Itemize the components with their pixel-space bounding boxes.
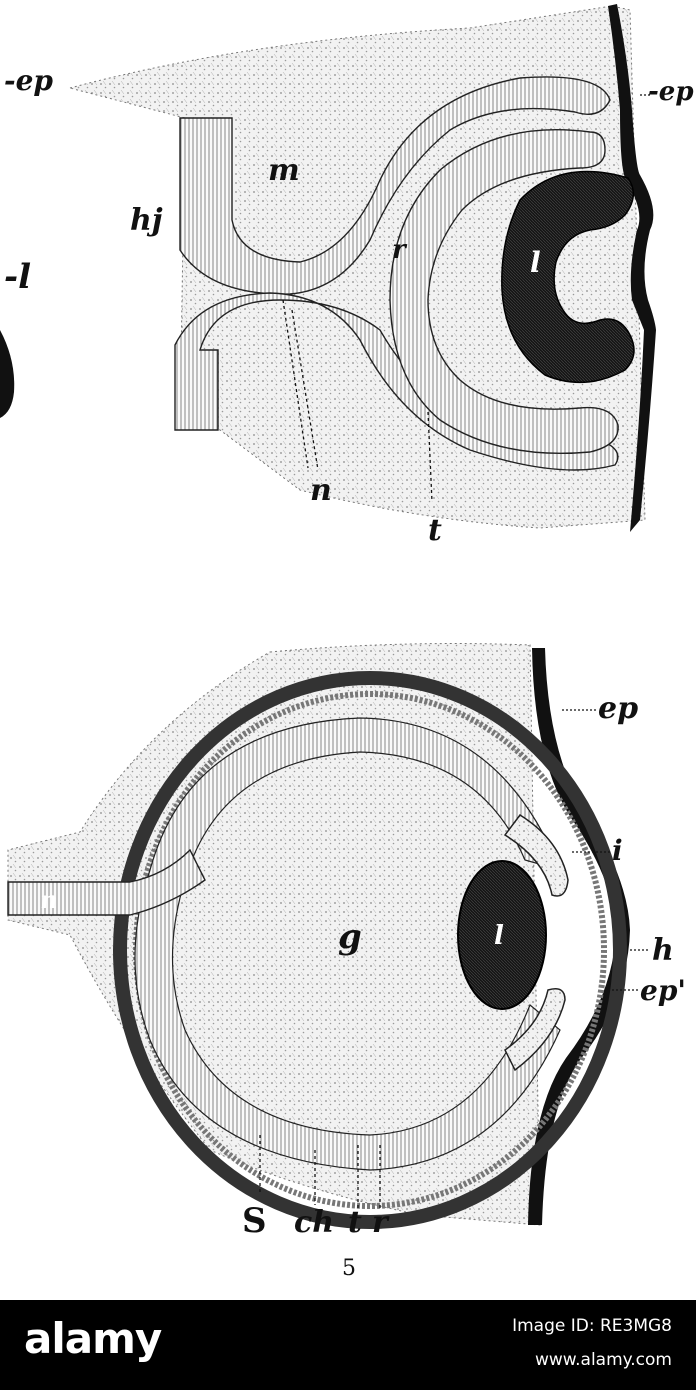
alamy-logo: alamy bbox=[24, 1314, 162, 1363]
label-t: t bbox=[428, 513, 442, 548]
epidermis-line-top bbox=[608, 4, 656, 532]
label-l: l bbox=[530, 246, 541, 279]
label-ep-right: -ep bbox=[648, 77, 694, 107]
label-ep-prime: ep' bbox=[640, 974, 686, 1007]
embryo-eye-diagram: -ep -l -ep m hj r l n t bbox=[0, 4, 694, 1281]
orbit-background bbox=[7, 643, 541, 1226]
label-r-bottom: r bbox=[372, 1205, 390, 1240]
choroid-ring bbox=[133, 691, 607, 1209]
left-partial-figure bbox=[0, 330, 15, 418]
label-g: g bbox=[338, 917, 362, 957]
label-ep-left: -ep bbox=[4, 64, 53, 97]
label-r: r bbox=[392, 235, 408, 265]
image-id-text: Image ID: RE3MG8 bbox=[512, 1316, 672, 1336]
label-hj: hj bbox=[130, 203, 163, 238]
lens-crescent bbox=[501, 170, 635, 384]
label-m: m bbox=[268, 153, 300, 188]
label-n: n bbox=[310, 473, 332, 508]
site-url-text: www.alamy.com bbox=[534, 1350, 672, 1370]
sclera-ring bbox=[113, 671, 627, 1229]
watermark-bar: alamy Image ID: RE3MG8 www.alamy.com bbox=[0, 1300, 696, 1390]
label-n-bottom: n bbox=[40, 885, 57, 914]
top-embryo-section: -ep -l -ep m hj r l n t bbox=[0, 4, 694, 548]
optic-nerve bbox=[7, 848, 206, 916]
label-t-bottom: t bbox=[348, 1205, 362, 1240]
bottom-eye-section: ep i h ep' n g l S ch t r 5 bbox=[7, 643, 686, 1281]
upper-optic-tube bbox=[179, 76, 611, 295]
lower-optic-tube bbox=[174, 292, 619, 471]
epidermis-line-bottom bbox=[528, 648, 630, 1225]
retina-cup bbox=[389, 129, 619, 455]
label-ch: ch bbox=[294, 1205, 334, 1240]
leader-n-1 bbox=[282, 299, 309, 469]
label-S: S bbox=[242, 1201, 267, 1241]
figure-number: 5 bbox=[342, 1256, 356, 1281]
lens-ellipse bbox=[457, 860, 547, 1010]
label-i: i bbox=[612, 834, 623, 867]
label-h: h bbox=[652, 933, 674, 968]
retina-ring bbox=[134, 717, 562, 1171]
label-ep: ep bbox=[598, 691, 638, 726]
label-l-left: -l bbox=[4, 257, 31, 297]
iris-lower bbox=[504, 988, 566, 1072]
iris-upper bbox=[503, 813, 569, 897]
label-l-bottom: l bbox=[494, 921, 504, 951]
